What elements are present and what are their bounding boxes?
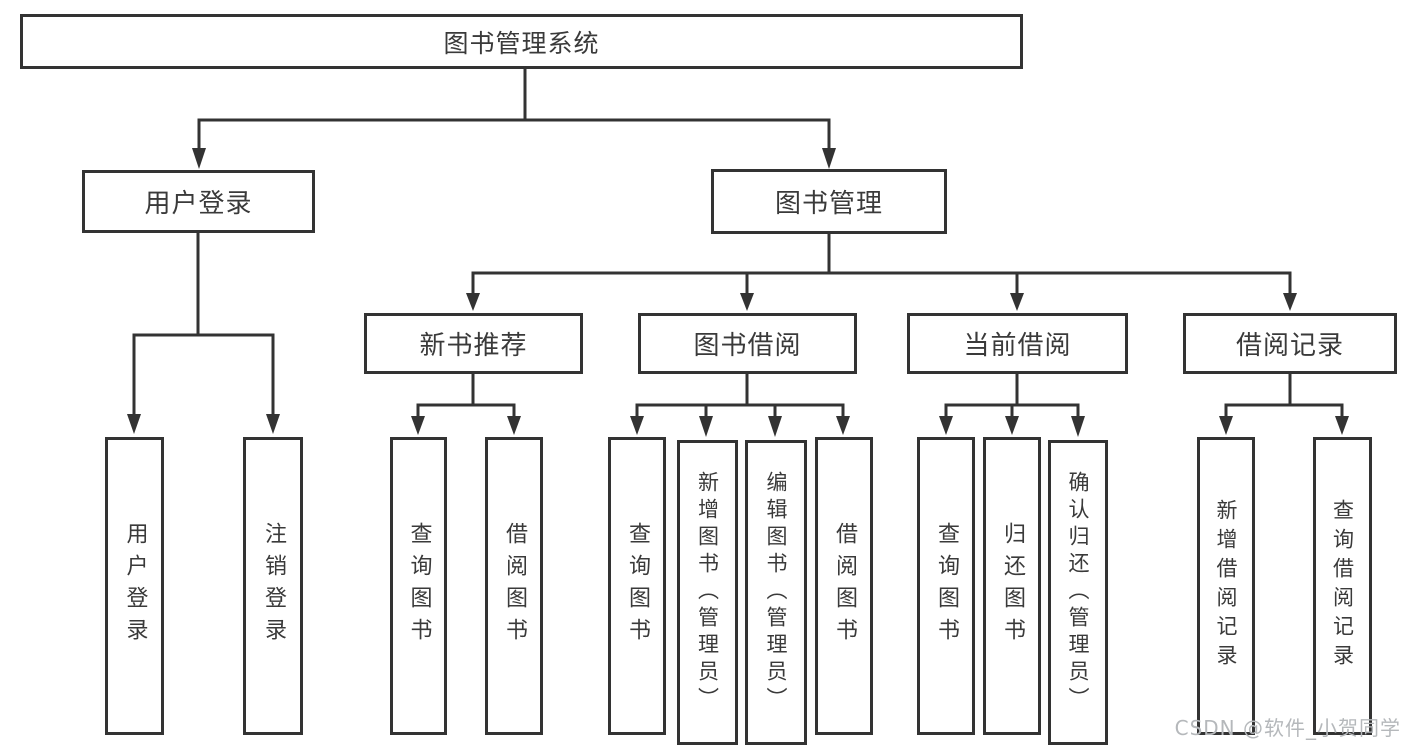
watermark: CSDN @软件_小贺同学 bbox=[1174, 716, 1401, 740]
leaf-borrowing-query-books-label: 查询图书 bbox=[625, 522, 650, 650]
leaf-current-return-books-label: 归还图书 bbox=[1000, 522, 1025, 650]
arrow-down-icon bbox=[411, 416, 425, 435]
leaf-borrowing-borrow-books-label: 借阅图书 bbox=[832, 522, 857, 650]
leaf-logout-label: 注销登录 bbox=[261, 522, 286, 650]
arrow-down-icon bbox=[630, 416, 644, 435]
arrow-down-icon bbox=[127, 414, 141, 434]
node-book-management: 图书管理 bbox=[711, 169, 947, 234]
arrow-down-icon bbox=[1010, 293, 1024, 311]
connector-new-book-recommend bbox=[416, 374, 516, 418]
arrow-down-icon bbox=[466, 293, 480, 311]
leaf-records-add-record-label: 新增借阅记录 bbox=[1214, 499, 1238, 673]
arrow-down-icon bbox=[1335, 416, 1349, 435]
connector-user-login bbox=[132, 233, 275, 417]
arrow-down-icon bbox=[266, 414, 280, 434]
leaf-records-add-record: 新增借阅记录 bbox=[1197, 437, 1255, 735]
connector-book-borrowing bbox=[635, 374, 845, 418]
connector-borrowing-records bbox=[1224, 374, 1344, 418]
arrow-down-icon bbox=[507, 416, 521, 435]
leaf-borrowing-query-books: 查询图书 bbox=[608, 437, 666, 735]
node-book-borrowing-label: 图书借阅 bbox=[693, 331, 802, 361]
arrow-down-icon bbox=[192, 148, 206, 169]
leaf-current-confirm-return-admin-label: 确认归还（管理员） bbox=[1066, 471, 1090, 714]
node-root-label: 图书管理系统 bbox=[443, 28, 600, 58]
node-user-login: 用户登录 bbox=[82, 170, 315, 233]
arrow-down-icon bbox=[939, 416, 953, 435]
node-book-borrowing: 图书借阅 bbox=[638, 313, 857, 374]
leaf-borrowing-add-books-admin-label: 新增图书（管理员） bbox=[695, 471, 720, 714]
leaf-borrowing-edit-books-admin-label: 编辑图书（管理员） bbox=[764, 471, 788, 714]
arrow-down-icon bbox=[768, 416, 782, 437]
connector-book-management bbox=[471, 234, 1292, 295]
leaf-recommend-query-books: 查询图书 bbox=[390, 437, 447, 735]
node-book-management-label: 图书管理 bbox=[774, 189, 883, 219]
connector-current-borrowing bbox=[944, 374, 1080, 418]
arrowheads bbox=[127, 148, 1349, 437]
leaf-current-confirm-return-admin: 确认归还（管理员） bbox=[1048, 440, 1108, 745]
leaf-borrowing-edit-books-admin: 编辑图书（管理员） bbox=[745, 440, 807, 745]
arrow-down-icon bbox=[1283, 293, 1297, 311]
arrow-down-icon bbox=[822, 148, 836, 169]
arrow-down-icon bbox=[1005, 416, 1019, 435]
leaf-records-query-record-label: 查询借阅记录 bbox=[1330, 499, 1355, 673]
node-new-book-recommend-label: 新书推荐 bbox=[419, 331, 528, 361]
node-current-borrowing-label: 当前借阅 bbox=[963, 331, 1072, 361]
leaf-records-query-record: 查询借阅记录 bbox=[1313, 437, 1372, 735]
leaf-current-query-books: 查询图书 bbox=[917, 437, 975, 735]
leaf-current-return-books: 归还图书 bbox=[983, 437, 1041, 735]
arrow-down-icon bbox=[836, 416, 850, 435]
node-user-login-label: 用户登录 bbox=[144, 189, 253, 219]
leaf-borrowing-add-books-admin: 新增图书（管理员） bbox=[677, 440, 738, 745]
leaf-current-query-books-label: 查询图书 bbox=[934, 522, 959, 650]
leaf-user-login-label: 用户登录 bbox=[122, 522, 148, 650]
node-current-borrowing: 当前借阅 bbox=[907, 313, 1128, 374]
node-new-book-recommend: 新书推荐 bbox=[364, 313, 583, 374]
arrow-down-icon bbox=[699, 416, 713, 437]
arrow-down-icon bbox=[740, 293, 754, 311]
leaf-borrowing-borrow-books: 借阅图书 bbox=[815, 437, 873, 735]
arrow-down-icon bbox=[1071, 416, 1085, 437]
node-borrowing-records: 借阅记录 bbox=[1183, 313, 1397, 374]
leaf-logout: 注销登录 bbox=[243, 437, 303, 735]
leaf-user-login: 用户登录 bbox=[105, 437, 164, 735]
leaf-recommend-borrow-books: 借阅图书 bbox=[485, 437, 543, 735]
leaf-recommend-borrow-books-label: 借阅图书 bbox=[502, 522, 527, 650]
node-borrowing-records-label: 借阅记录 bbox=[1235, 331, 1344, 361]
arrow-down-icon bbox=[1219, 416, 1233, 435]
node-root: 图书管理系统 bbox=[20, 14, 1023, 69]
leaf-recommend-query-books-label: 查询图书 bbox=[406, 522, 432, 650]
connector-root bbox=[197, 69, 831, 150]
